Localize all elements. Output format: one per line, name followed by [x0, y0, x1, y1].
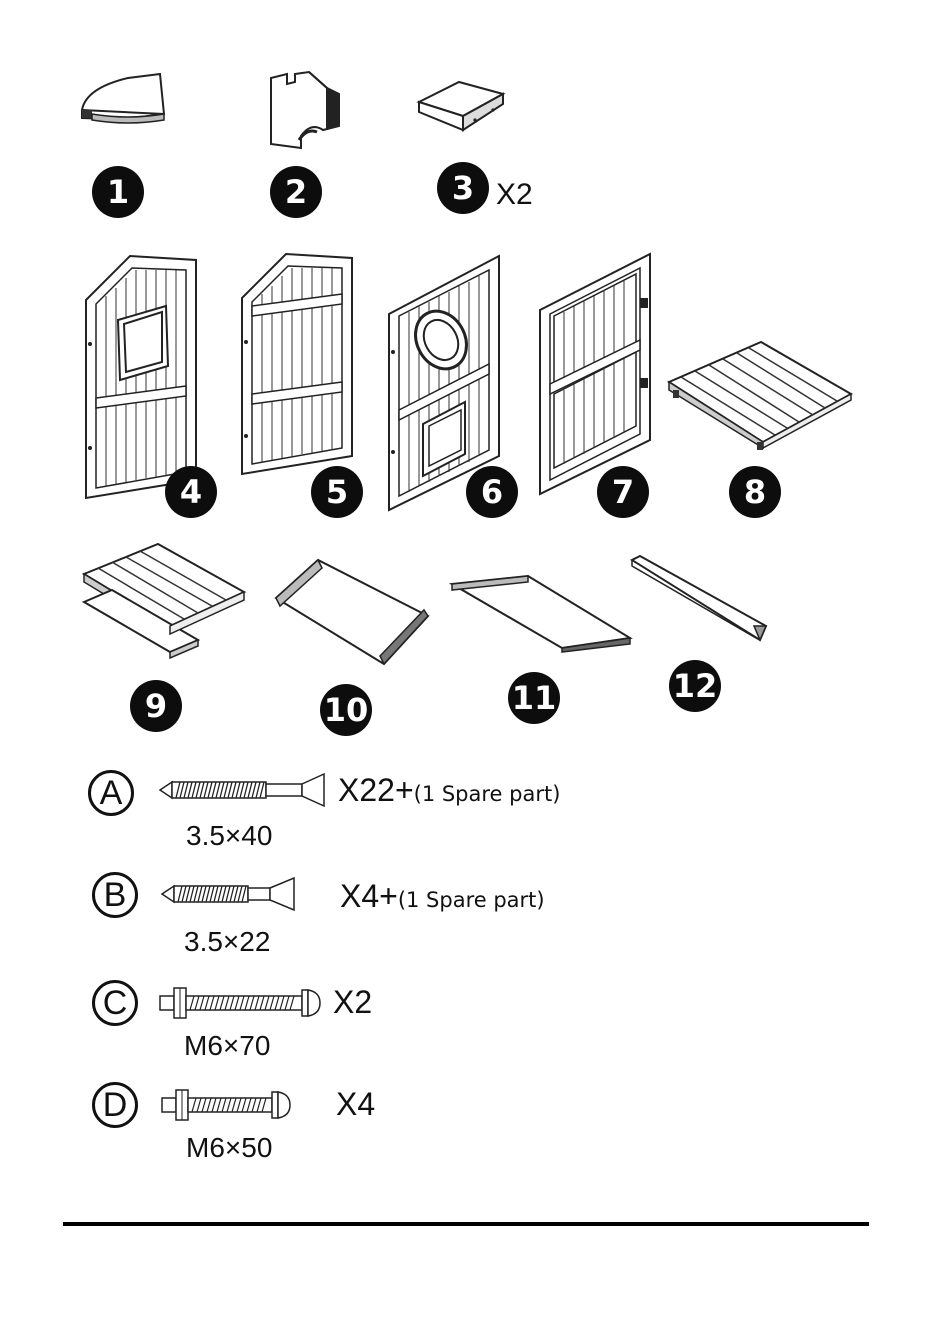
part-9-roof-panel-illustration [78, 540, 248, 658]
part-1-roof-cap-illustration [78, 70, 173, 130]
part-4-side-panel-window-illustration [82, 248, 200, 500]
part-number-badge-1: 1 [92, 166, 144, 218]
hardware-size-a: 3.5×40 [186, 820, 272, 852]
part-number-badge-5: 5 [311, 466, 363, 518]
hardware-quantity-d: X4 [336, 1086, 375, 1123]
hardware-quantity-b-value: X4+ [340, 878, 398, 914]
hardware-quantity-c: X2 [333, 984, 372, 1021]
hardware-spare-a: (1 Spare part) [414, 782, 561, 806]
footer-divider [63, 1222, 869, 1226]
part-11-ridge-sheet-illustration [448, 574, 634, 654]
part-7-door-panel-illustration [536, 250, 660, 496]
part-3-quantity: X2 [496, 178, 533, 212]
hardware-quantity-a: X22+(1 Spare part) [338, 772, 560, 809]
part-number-badge-7: 7 [597, 466, 649, 518]
part-10-roof-sheet-illustration [272, 552, 432, 668]
hardware-letter-c: C [92, 980, 138, 1026]
part-number-badge-8: 8 [729, 466, 781, 518]
part-number-badge-3: 3 [437, 162, 489, 214]
part-number-badge-4: 4 [165, 466, 217, 518]
part-number-badge-6: 6 [466, 466, 518, 518]
part-8-floor-panel-illustration [665, 338, 855, 450]
hardware-size-c: M6×70 [184, 1030, 270, 1062]
hardware-quantity-a-value: X22+ [338, 772, 414, 808]
part-12-trim-bar-illustration [628, 552, 770, 644]
hardware-size-d: M6×50 [186, 1132, 272, 1164]
wood-screw-icon-a [158, 772, 328, 808]
part-3-block-illustration [415, 78, 507, 138]
wood-screw-icon-b [160, 876, 300, 912]
bolt-icon-c [158, 986, 322, 1020]
hardware-letter-d: D [92, 1082, 138, 1128]
hardware-letter-b: B [92, 872, 138, 918]
part-number-badge-12: 12 [669, 660, 721, 712]
part-2-block-illustration [265, 70, 345, 150]
part-number-badge-10: 10 [320, 684, 372, 736]
hardware-spare-b: (1 Spare part) [398, 888, 545, 912]
hardware-letter-a: A [88, 770, 134, 816]
part-number-badge-9: 9 [130, 680, 182, 732]
part-5-side-panel-illustration [238, 246, 356, 476]
part-number-badge-11: 11 [508, 672, 560, 724]
hardware-size-b: 3.5×22 [184, 926, 270, 958]
part-number-badge-2: 2 [270, 166, 322, 218]
hardware-quantity-b: X4+(1 Spare part) [340, 878, 545, 915]
bolt-icon-d [160, 1088, 292, 1122]
